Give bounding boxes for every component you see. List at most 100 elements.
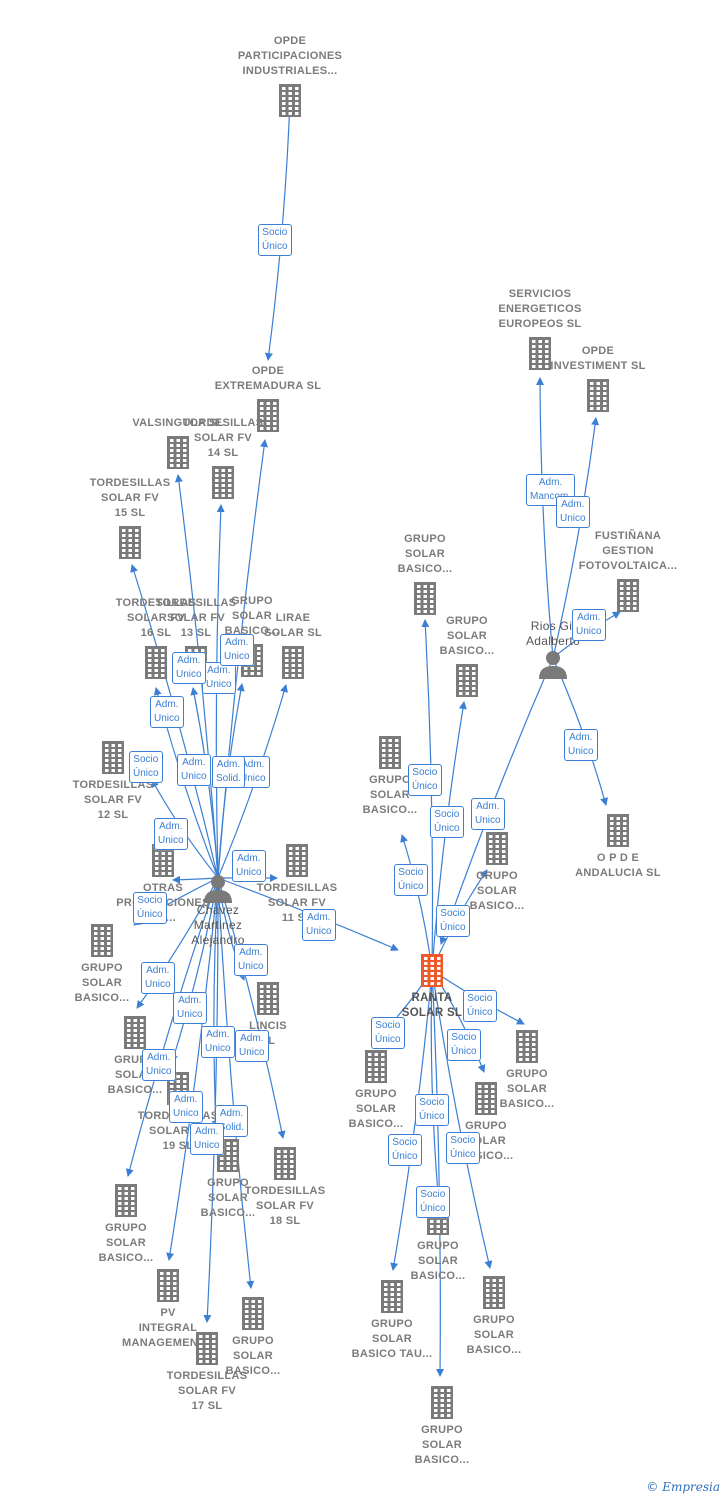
relation-badge[interactable]: Adm.Unico [572,609,606,641]
node-grupo-solar-basico-j[interactable]: GRUPO SOLAR BASICO... [432,831,562,914]
node-grupo-solar-basico-l[interactable]: GRUPO SOLAR BASICO... [462,1029,592,1112]
node-grupo-solar-basico-o[interactable]: GRUPO SOLAR BASICO... [429,1275,559,1358]
edge-chavez-to-grupo-solar-basico-e [125,877,219,1177]
relation-badge-line: Único [133,768,159,779]
building-icon [196,1332,218,1365]
node-opde-investiment[interactable]: OPDE INVESTIMENT SL [533,344,663,412]
building-icon [257,982,279,1015]
edge-rios-to-servicios-energeticos [536,377,554,659]
node-label: GRUPO SOLAR BASICO... [362,774,418,816]
node-tordesillas-17[interactable]: TORDESILLAS SOLAR FV 17 SL [142,1331,272,1414]
node-pv-integral[interactable]: PV INTEGRAL MANAGEMENT... [103,1268,233,1351]
node-grupo-solar-basico-i[interactable]: GRUPO SOLAR BASICO... [325,735,455,818]
node-grupo-solar-basico-f[interactable]: GRUPO SOLAR BASICO... [188,1296,318,1379]
node-opde-extremadura[interactable]: OPDE EXTREMADURA SL [203,364,333,432]
node-ranta[interactable]: RANTA SOLAR SL [367,953,497,1021]
node-tordesillas-15[interactable]: TORDESILLAS SOLAR FV 15 SL [65,476,195,559]
relation-badge[interactable]: Adm.Unico [235,1030,269,1062]
node-opde-participaciones[interactable]: OPDE PARTICIPACIONES INDUSTRIALES... [225,34,355,117]
brand-logo[interactable]: Empresia [662,1480,720,1494]
relation-badge[interactable]: Adm.Unico [302,909,336,941]
relation-badge[interactable]: Adm.Unico [173,992,207,1024]
relation-badge-line: Socio [467,993,493,1004]
relation-badge[interactable]: Adm.Unico [190,1123,224,1155]
building-icon [279,84,301,117]
relation-badge-line: Adm. [561,499,585,510]
copyright-notice: © Empresia [646,1480,720,1494]
node-lirae[interactable]: LIRAE SOLAR SL [228,611,358,679]
edge-ranta-to-grupo-solar-basico-o [431,969,493,1269]
relation-badge-line: Adm. [219,1108,244,1119]
node-opde-andalucia[interactable]: O P D E ANDALUCIA SL [553,813,683,881]
node-tordesillas-11[interactable]: TORDESILLAS SOLAR FV 11 SL [232,843,362,926]
node-tordesillas-18[interactable]: TORDESILLAS SOLAR FV 18 SL [220,1146,350,1229]
building-icon [529,337,551,370]
relation-badge[interactable]: Adm.Unico [232,850,266,882]
relation-badge-line: Adm. [146,965,170,976]
node-grupo-solar-basico-e[interactable]: GRUPO SOLAR BASICO... [61,1183,191,1266]
building-icon [486,832,508,865]
relation-badge[interactable]: Adm.Unico [234,944,268,976]
relation-badge[interactable]: Adm.Unico [142,1049,176,1081]
relation-badge[interactable]: Adm.Unico [150,696,184,728]
node-rios[interactable]: Rios Gil Adalberto [488,619,618,679]
relation-badge-line: Unico [240,773,266,784]
relation-badge[interactable]: Adm. Unico [564,729,598,761]
node-grupo-solar-basico-b[interactable]: GRUPO SOLAR BASICO... [37,923,167,1006]
node-tordesillas-14[interactable]: TORDESILLAS SOLAR FV 14 SL [158,416,288,499]
building-icon [212,466,234,499]
node-valsingula[interactable]: VALSINGULA SL [113,416,243,469]
relation-badge[interactable]: Adm.Unico [471,798,505,830]
relation-badge-line: Adm. [569,732,593,743]
relation-badge-line: Unico [568,746,594,757]
node-label: TORDESILLAS SOLAR FV 16 SL [115,597,197,639]
relation-badge-line: Unico [158,835,184,846]
node-chavez[interactable]: Chavez Martinez Alejandro [153,873,283,948]
relation-badge[interactable]: Adm.Unico [220,634,254,666]
relation-badge-line: Único [419,1111,445,1122]
relation-badge[interactable]: Adm.Unico [169,1091,203,1123]
relation-badge[interactable]: Adm.Unico [556,496,590,528]
node-grupo-solar-basico-h[interactable]: GRUPO SOLAR BASICO... [402,614,532,697]
relation-badge[interactable]: Adm.Unico [154,818,188,850]
node-grupo-solar-basico-g[interactable]: GRUPO SOLAR BASICO... [360,532,490,615]
node-label: GRUPO SOLAR BASICO... [458,1120,514,1162]
building-icon [115,1184,137,1217]
edge-chavez-to-tordesillas-17 [203,877,219,1323]
relation-badge[interactable]: Adm.Unico [141,962,175,994]
relation-badge[interactable]: Adm.Solid. [212,756,246,788]
node-grupo-solar-basico-m[interactable]: GRUPO SOLAR BASICO... [421,1081,551,1164]
building-icon [91,924,113,957]
node-fustinana[interactable]: FUSTIÑANA GESTION FOTOVOLTAICA... [563,529,693,612]
node-grupo-solar-basico-tau[interactable]: GRUPO SOLAR BASICO TAU... [327,1279,457,1362]
relation-badge[interactable]: Adm.Unico [177,754,211,786]
node-servicios-energeticos[interactable]: SERVICIOS ENERGETICOS EUROPEOS SL [475,287,605,370]
relation-badge-line: Unico [205,1043,231,1054]
relation-badge-line: Único [398,881,424,892]
relation-badge-line: Adm. [577,612,601,623]
relation-badge[interactable]: Adm.Unico [201,1026,235,1058]
relation-badge-line: Unico [238,961,264,972]
relation-badge[interactable]: Adm.Unico [172,652,206,684]
person-icon [204,875,232,903]
relation-badge[interactable]: Adm.Unico [202,662,236,694]
edge-chavez-to-tordesillas-18 [217,877,286,1139]
node-grupo-solar-basico-p[interactable]: GRUPO SOLAR BASICO... [377,1385,507,1468]
node-grupo-solar-basico-k[interactable]: GRUPO SOLAR BASICO... [311,1049,441,1132]
relation-badge-line: Único [412,781,438,792]
node-tordesillas-16[interactable]: TORDESILLAS SOLAR FV 16 SL [91,596,221,679]
